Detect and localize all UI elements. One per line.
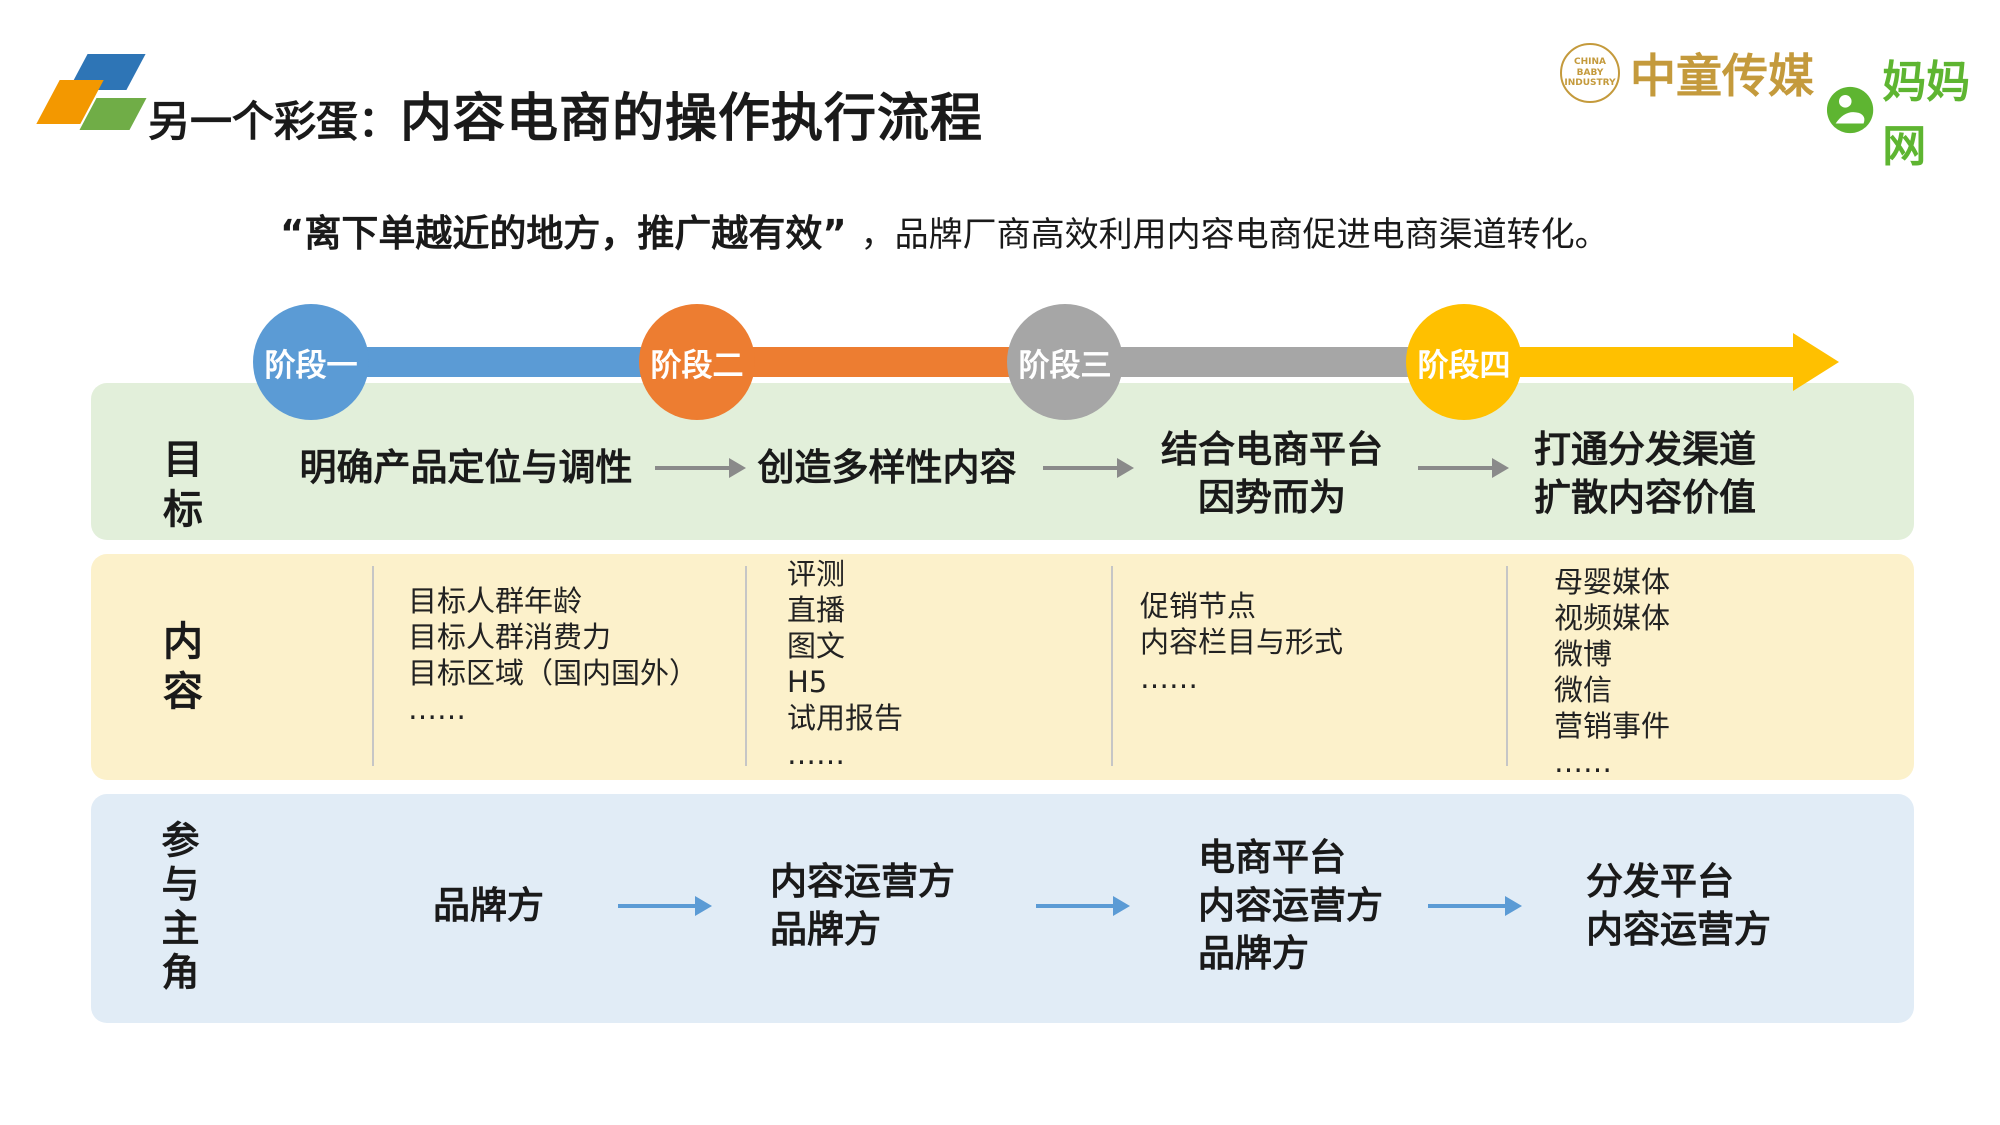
timeline-bar-stage1 — [311, 347, 697, 377]
goal-item-4-line-2: 扩散内容价值 — [1534, 476, 1756, 519]
stage-circle-2: 阶段二 — [639, 304, 755, 420]
content-col2-line-4: H5 — [787, 665, 828, 699]
goal-row-label: 目标 — [156, 438, 202, 538]
stage-label-3: 阶段三 — [1018, 347, 1112, 384]
content-row-label: 内容 — [156, 620, 202, 720]
content-col4-line-5: 营销事件 — [1554, 709, 1671, 743]
content-column-4: 母婴媒体 视频媒体 微博 微信 营销事件 …… — [1554, 564, 1670, 780]
stage-label-4: 阶段四 — [1417, 347, 1511, 384]
content-band — [91, 554, 1914, 780]
content-col3-line-2: 内容栏目与形式 — [1140, 625, 1344, 659]
content-col4-line-2: 视频媒体 — [1554, 601, 1671, 635]
participant-arrow-2-icon — [1036, 896, 1130, 916]
content-divider-2 — [745, 566, 747, 766]
participant-band — [91, 794, 1914, 1023]
participant-4-line-1: 分发平台 — [1586, 860, 1734, 903]
content-col2-line-6: …… — [787, 737, 845, 771]
goal-item-2-line-1: 创造多样性内容 — [757, 446, 1017, 489]
page-title-prefix: 另一个彩蛋： — [148, 97, 401, 146]
participant-item-3: 电商平台 内容运营方 品牌方 — [1198, 834, 1383, 978]
content-column-3: 促销节点 内容栏目与形式 …… — [1140, 588, 1343, 696]
participant-item-1: 品牌方 — [433, 882, 544, 930]
participant-item-4: 分发平台 内容运营方 — [1586, 858, 1771, 954]
stage-circle-1: 阶段一 — [253, 304, 369, 420]
content-divider-3 — [1111, 566, 1113, 766]
participant-4-line-2: 内容运营方 — [1586, 908, 1771, 951]
page-title: 另一个彩蛋：内容电商的操作执行流程 — [148, 76, 983, 151]
timeline-arrowhead-icon — [1793, 333, 1839, 391]
participant-1-line-1: 品牌方 — [433, 884, 544, 927]
goal-item-3: 结合电商平台 因势而为 — [1152, 426, 1392, 522]
content-col4-line-1: 母婴媒体 — [1554, 565, 1671, 599]
stage-label-1: 阶段一 — [264, 347, 358, 384]
goal-item-4: 打通分发渠道 扩散内容价值 — [1525, 426, 1765, 522]
goal-item-2: 创造多样性内容 — [747, 444, 1027, 492]
page-title-main: 内容电商的操作执行流程 — [400, 89, 984, 149]
goal-item-3-line-1: 结合电商平台 — [1161, 428, 1383, 471]
content-col2-line-3: 图文 — [787, 629, 846, 663]
cbi-seal-icon: CHINA BABY INDUSTRY — [1560, 43, 1620, 103]
content-col2-line-5: 试用报告 — [787, 701, 904, 735]
subtitle: “离下单越近的地方，推广越有效” ，品牌厂商高效利用内容电商促进电商渠道转化。 — [280, 203, 1609, 257]
participant-2-line-2: 品牌方 — [770, 908, 881, 951]
participant-2-line-1: 内容运营方 — [770, 860, 955, 903]
participant-3-line-1: 电商平台 — [1198, 836, 1346, 879]
goal-arrow-2-icon — [1043, 458, 1134, 478]
content-col4-line-6: …… — [1554, 745, 1612, 779]
participant-3-line-3: 品牌方 — [1198, 932, 1309, 975]
content-column-2: 评测 直播 图文 H5 试用报告 …… — [787, 556, 903, 772]
goal-arrow-1-icon — [655, 458, 746, 478]
content-column-1: 目标人群年龄 目标人群消费力 目标区域（国内国外） …… — [408, 583, 698, 727]
subtitle-rest: ，品牌厂商高效利用内容电商促进电商渠道转化。 — [860, 215, 1609, 255]
goal-item-4-line-1: 打通分发渠道 — [1534, 428, 1756, 471]
content-divider-4 — [1506, 566, 1508, 766]
timeline-bar-stage3 — [1065, 347, 1464, 377]
cbi-seal-text-1: CHINA BABY — [1574, 57, 1606, 78]
participant-item-2: 内容运营方 品牌方 — [770, 858, 955, 954]
content-col3-line-3: …… — [1140, 661, 1198, 695]
subtitle-quote: “离下单越近的地方，推广越有效” — [280, 212, 847, 255]
goal-band — [91, 383, 1914, 540]
content-col2-line-1: 评测 — [787, 557, 846, 591]
stage-circle-4: 阶段四 — [1406, 304, 1522, 420]
goal-item-1: 明确产品定位与调性 — [291, 444, 641, 492]
content-col3-line-1: 促销节点 — [1140, 589, 1257, 623]
timeline-bar-stage2 — [697, 347, 1065, 377]
china-baby-industry-logo: CHINA BABY INDUSTRY 中童传媒 — [1560, 40, 1814, 106]
goal-arrow-3-icon — [1418, 458, 1509, 478]
cbi-seal-text-2: INDUSTRY — [1564, 78, 1616, 89]
content-col1-line-3: 目标区域（国内国外） — [408, 656, 699, 690]
content-col1-line-2: 目标人群消费力 — [408, 620, 612, 654]
stage-label-2: 阶段二 — [650, 347, 744, 384]
content-col4-line-3: 微博 — [1554, 637, 1613, 671]
goal-item-3-line-2: 因势而为 — [1198, 476, 1346, 519]
participant-arrow-1-icon — [618, 896, 712, 916]
mama-icon — [1826, 86, 1874, 134]
content-col1-line-1: 目标人群年龄 — [408, 584, 583, 618]
mama-net-logo: 妈妈网 — [1826, 46, 2000, 174]
content-col2-line-2: 直播 — [787, 593, 846, 627]
stage-circle-3: 阶段三 — [1007, 304, 1123, 420]
cbi-logo-text: 中童传媒 — [1630, 49, 1814, 103]
participant-arrow-3-icon — [1428, 896, 1522, 916]
goal-item-1-line-1: 明确产品定位与调性 — [299, 446, 633, 489]
participant-3-line-2: 内容运营方 — [1198, 884, 1383, 927]
content-col4-line-4: 微信 — [1554, 673, 1613, 707]
participant-row-label: 参与主角 — [155, 820, 199, 996]
content-col1-line-4: …… — [408, 692, 466, 726]
mama-logo-text: 妈妈网 — [1882, 57, 1971, 172]
deck-logo — [36, 52, 147, 138]
content-divider-1 — [372, 566, 374, 766]
